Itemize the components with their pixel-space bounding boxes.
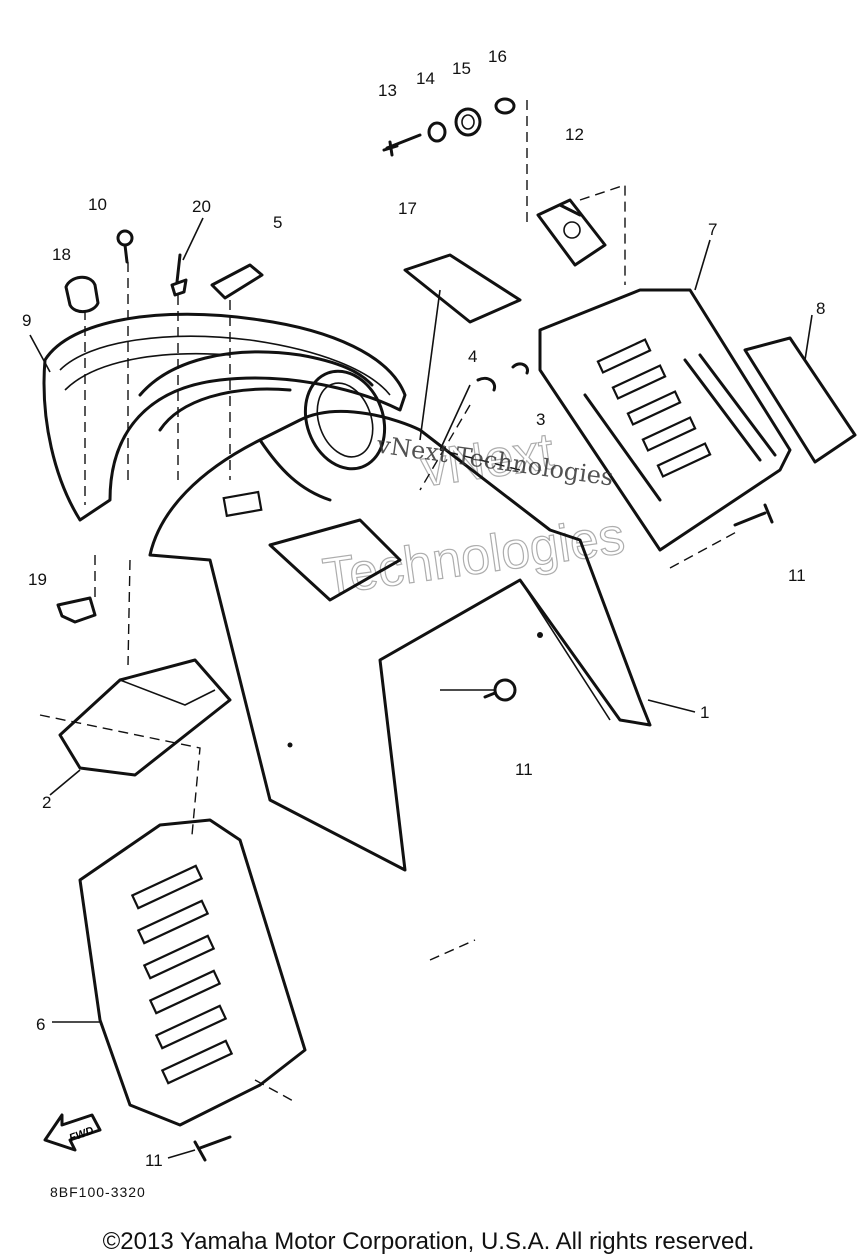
part-1-main-body [148,369,652,872]
callout-11c: 11 [145,1151,163,1170]
part-17-pad [403,253,522,324]
callout-10: 10 [88,195,107,214]
callout-6: 6 [36,1015,45,1034]
part-11-screws [193,503,774,1162]
callout-18: 18 [52,245,71,264]
callout-9: 9 [22,311,31,330]
diagram-code: 8BF100-3320 [50,1184,146,1200]
callout-15: 15 [452,59,471,78]
copyright-notice: ©2013 Yamaha Motor Corporation, U.S.A. A… [102,1228,755,1255]
callout-7: 7 [708,220,717,239]
callout-12: 12 [565,125,584,144]
part-10-screw [116,229,134,264]
part-5-clip [210,263,264,300]
watermark-outline-technologies: Technologies [320,507,629,607]
callout-19: 19 [28,570,47,589]
part-8-side-plate [743,336,857,464]
part-9-rear-guard [42,312,407,522]
callout-14: 14 [416,69,435,88]
part-20-pin [170,253,188,297]
callout-1: 1 [700,703,709,722]
callout-8: 8 [816,299,825,318]
fwd-arrow: FWD [43,1113,102,1152]
callout-11b: 11 [515,760,533,779]
part-19-clip [56,596,97,624]
callout-4: 4 [468,347,477,366]
fwd-label: FWD [68,1125,96,1145]
callout-11a: 11 [788,566,806,585]
part-7-right-panel [538,288,792,552]
leader-lines [29,217,813,1159]
part-18-cap [64,275,100,313]
parts-3-4-clips [476,362,530,392]
part-12-bracket [536,198,607,267]
callout-20: 20 [192,197,211,216]
callout-17: 17 [398,199,417,218]
assembly-lines [39,100,741,1103]
part-2-cover [58,658,232,777]
callout-labels: 1 2 3 4 5 6 7 8 9 10 11 11 11 12 13 14 1… [22,47,825,1170]
callout-16: 16 [488,47,507,66]
callout-3: 3 [536,410,545,429]
callout-5: 5 [273,213,282,232]
callout-13: 13 [378,81,397,100]
part-6-lower-panel [78,818,307,1127]
callout-2: 2 [42,793,51,812]
parts-13-16-fasteners [382,97,516,157]
